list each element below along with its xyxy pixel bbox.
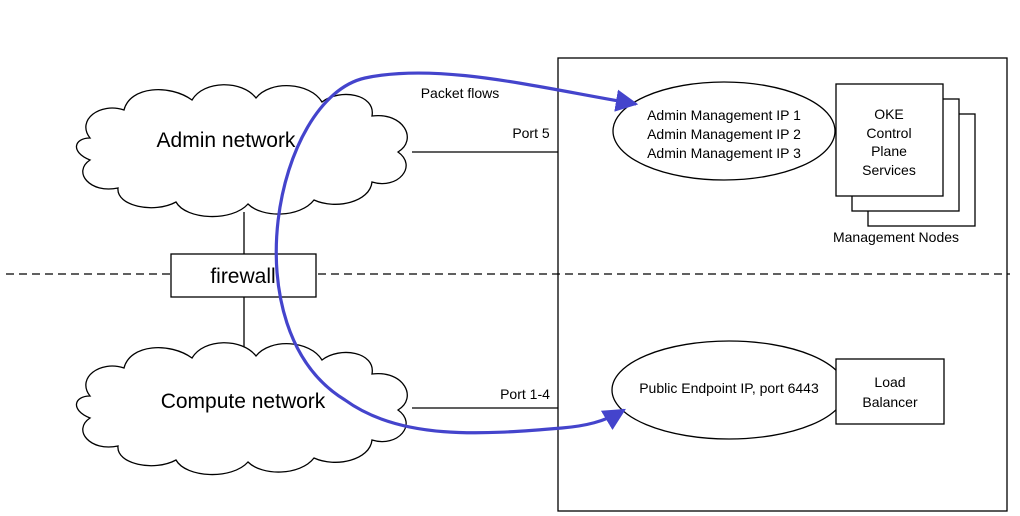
admin-network-cloud — [75, 84, 408, 218]
firewall-label: firewall — [210, 265, 275, 288]
admin-network-label: Admin network — [157, 129, 296, 152]
compute-network-cloud — [75, 342, 408, 476]
load-balancer-line-1: Load — [874, 374, 905, 390]
load-balancer-line-2: Balancer — [862, 394, 918, 410]
oke-services-line-1: OKE — [874, 106, 904, 122]
packet-flows-label: Packet flows — [421, 85, 500, 101]
admin-port-label: Port 5 — [512, 125, 550, 141]
oke-services-line-2: Control — [866, 125, 911, 141]
admin-ip-3: Admin Management IP 3 — [647, 145, 801, 161]
oke-services-line-4: Services — [862, 162, 916, 178]
load-balancer-box — [835, 358, 945, 425]
management-nodes-label: Management Nodes — [833, 229, 959, 245]
packet-flow-arrow — [274, 71, 639, 435]
admin-ip-1: Admin Management IP 1 — [647, 107, 801, 123]
oke-services-line-3: Plane — [871, 143, 907, 159]
management-node-box-front — [835, 83, 944, 197]
cluster-boundary — [557, 57, 1008, 512]
compute-network-label: Compute network — [161, 390, 326, 413]
compute-port-label: Port 1-4 — [500, 386, 550, 402]
public-endpoint-label: Public Endpoint IP, port 6443 — [639, 380, 819, 396]
firewall-box — [170, 253, 317, 298]
admin-ip-2: Admin Management IP 2 — [647, 126, 801, 142]
